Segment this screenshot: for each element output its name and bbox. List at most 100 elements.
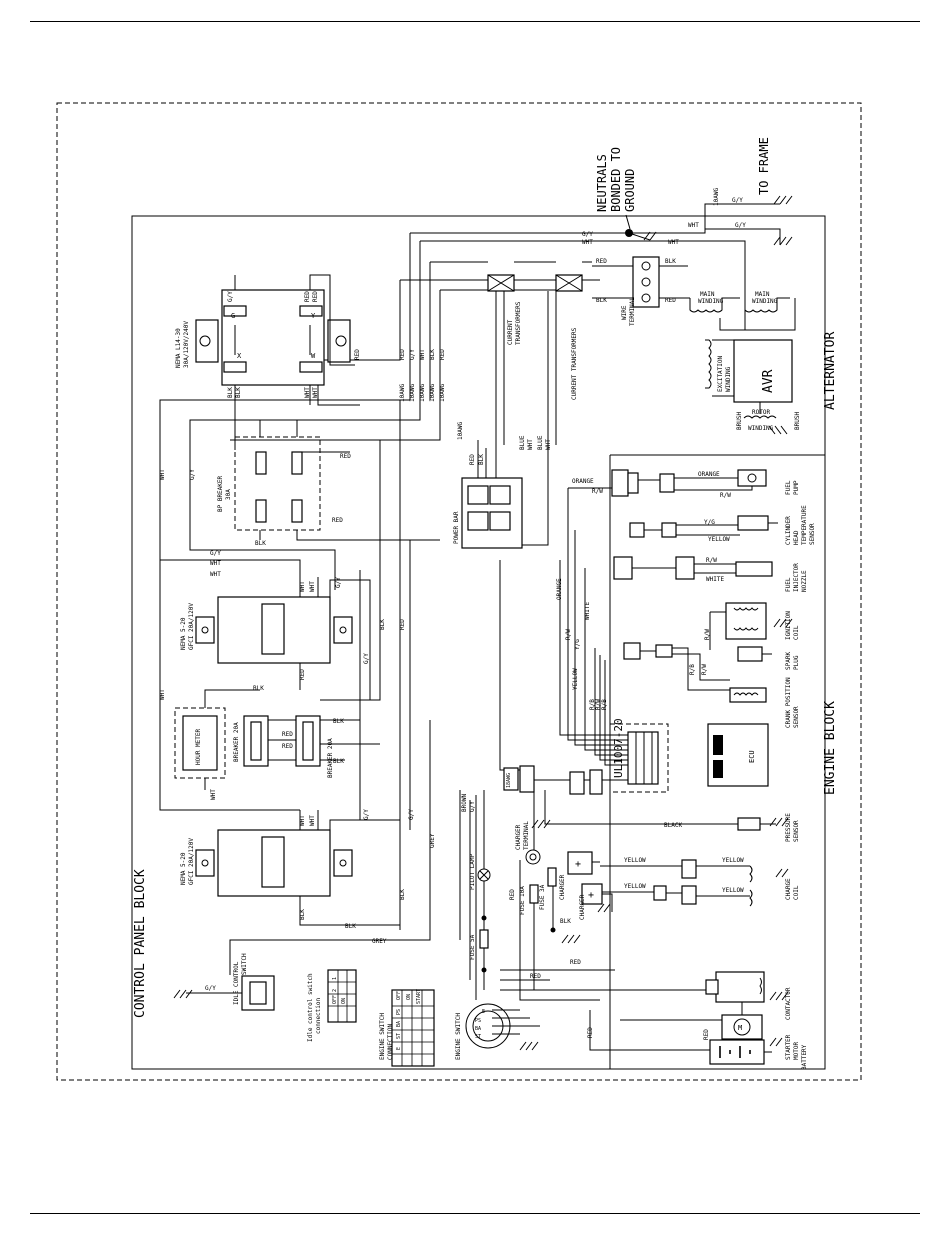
svg-text:RED: RED — [469, 454, 476, 465]
svg-text:CYLINDER: CYLINDER — [785, 516, 792, 545]
svg-text:RED: RED — [340, 453, 351, 460]
svg-text:RED: RED — [703, 1029, 710, 1040]
svg-text:ON: ON — [341, 998, 347, 1004]
svg-text:YELLOW: YELLOW — [572, 668, 579, 690]
svg-text:TRANSFORMERS: TRANSFORMERS — [515, 301, 522, 345]
svg-text:WHITE: WHITE — [584, 602, 591, 620]
svg-text:G/Y: G/Y — [205, 985, 216, 992]
svg-text:RED: RED — [570, 959, 581, 966]
control-panel-wires: WHT G/Y G/Y WHT WHT WHT BLK RED G/Y G/Y … — [159, 400, 520, 975]
svg-text:RED: RED — [282, 743, 293, 750]
svg-text:ST: ST — [475, 1034, 481, 1040]
svg-text:PUMP: PUMP — [793, 480, 800, 495]
current-transformers-labels: CURRENT TRANSFORMERS CURRENT TRANSFORMER… — [507, 301, 578, 400]
fuse-5a: FUSE 5A — [469, 929, 489, 960]
wire-terminal: WIRE TERMINAL RED BLK BLK RED — [592, 256, 690, 326]
spark-plug: SPARK PLUG — [737, 646, 800, 670]
control-panel-block-label: CONTROL PANEL BLOCK — [133, 869, 148, 1018]
svg-text:R/B: R/B — [689, 664, 696, 675]
rotor-winding: ROTOR WINDING BRUSH BRUSH — [736, 409, 801, 432]
svg-text:FUSE 5A: FUSE 5A — [469, 934, 476, 960]
svg-text:ORANGE: ORANGE — [556, 578, 563, 600]
charge-coil: YELLOW YELLOW YELLOW YELLOW CHARGE COIL — [600, 857, 800, 907]
svg-text:WHT: WHT — [210, 789, 217, 800]
svg-text:WHT: WHT — [582, 239, 593, 246]
crank-position-sensor: R/B R/W CRANK POSITION SENSOR — [623, 642, 800, 728]
svg-text:WHT: WHT — [668, 239, 679, 246]
svg-text:NEMA 5-20: NEMA 5-20 — [180, 617, 187, 650]
svg-text:POWER BAR: POWER BAR — [453, 511, 460, 544]
svg-text:G/Y: G/Y — [210, 550, 221, 557]
svg-text:BLUE: BLUE — [519, 435, 526, 450]
svg-text:BLK: BLK — [560, 918, 571, 925]
svg-text:COIL: COIL — [793, 625, 800, 640]
svg-text:MOTOR: MOTOR — [793, 1042, 800, 1060]
svg-text:M: M — [738, 1024, 742, 1032]
svg-text:WHT: WHT — [159, 689, 166, 700]
svg-text:10AWG: 10AWG — [409, 384, 416, 402]
svg-text:CHARGER: CHARGER — [515, 824, 522, 850]
svg-text:COIL: COIL — [793, 885, 800, 900]
svg-text:BLK: BLK — [345, 923, 356, 930]
excitation-winding: EXCITATION WINDING — [705, 339, 732, 392]
svg-text:BREAKER 20A: BREAKER 20A — [233, 722, 240, 762]
outer-dashed-frame — [56, 102, 862, 1081]
svg-text:BLK: BLK — [253, 685, 264, 692]
svg-text:WHT: WHT — [688, 222, 699, 229]
svg-text:10AWG: 10AWG — [399, 384, 406, 402]
svg-text:IDLE CONTROL: IDLE CONTROL — [233, 961, 240, 1005]
svg-text:EXCITATION: EXCITATION — [717, 355, 724, 392]
svg-text:WHT: WHT — [299, 581, 306, 592]
top-rule — [30, 21, 920, 22]
svg-text:WHT: WHT — [309, 581, 316, 592]
svg-text:PILOT LAMP: PILOT LAMP — [469, 853, 476, 890]
svg-text:RED: RED — [596, 258, 607, 265]
svg-text:TERMINAL: TERMINAL — [629, 297, 636, 326]
control-panel-block-frame — [131, 215, 826, 1070]
svg-text:SPARK: SPARK — [785, 652, 792, 670]
svg-text:WINDING: WINDING — [698, 298, 724, 305]
svg-text:RED: RED — [354, 349, 361, 360]
svg-text:RED: RED — [299, 669, 306, 680]
svg-text:BLK: BLK — [235, 387, 242, 398]
svg-text:G/Y: G/Y — [363, 809, 370, 820]
svg-text:R/W: R/W — [720, 492, 731, 499]
svg-text:X: X — [237, 352, 242, 360]
ground-symbols — [173, 195, 793, 1051]
svg-text:FUEL: FUEL — [785, 577, 792, 592]
pilot-lamp: PILOT LAMP — [469, 853, 491, 890]
fuel-injector-nozzle: R/W WHITE FUEL INJECTOR NOZZLE — [613, 556, 808, 592]
svg-text:PS: PS — [475, 1018, 481, 1024]
svg-text:RED: RED — [399, 619, 406, 630]
svg-text:SENSOR: SENSOR — [809, 523, 816, 545]
svg-text:BROWN: BROWN — [461, 794, 468, 812]
svg-text:CHARGE: CHARGE — [785, 878, 792, 900]
svg-text:G/Y: G/Y — [732, 197, 743, 204]
svg-text:W: W — [311, 352, 316, 360]
svg-text:+: + — [575, 859, 581, 870]
svg-text:BLK: BLK — [596, 297, 607, 304]
avr-box — [733, 339, 793, 403]
svg-text:G/Y: G/Y — [582, 231, 593, 238]
svg-text:R/B: R/B — [601, 699, 608, 710]
svg-text:E: E — [482, 1009, 485, 1015]
svg-text:IGNITION: IGNITION — [785, 611, 792, 640]
current-transformer-right — [555, 274, 583, 292]
svg-text:R/W: R/W — [701, 664, 708, 675]
svg-text:SENSOR: SENSOR — [793, 706, 800, 728]
svg-text:R/W: R/W — [592, 488, 603, 495]
svg-text:BLK: BLK — [333, 758, 344, 765]
avr-label: AVR — [761, 369, 776, 393]
svg-text:BLK: BLK — [255, 540, 266, 547]
gfci-receptacle-bottom: NEMA 5-20 GFCI 20A/120V WHT WHT BLK BLK — [180, 810, 400, 930]
harness-connector: 18AWG — [503, 765, 628, 795]
main-winding-right: MAIN WINDING — [744, 291, 790, 313]
svg-text:CHARGER: CHARGER — [579, 894, 586, 920]
charger-terminal: CHARGER TERMINAL — [515, 821, 541, 865]
svg-text:GREY: GREY — [429, 833, 436, 848]
svg-text:TERMINAL: TERMINAL — [523, 821, 530, 850]
svg-text:WIRE: WIRE — [621, 305, 628, 320]
svg-text:WINDING: WINDING — [725, 366, 732, 392]
svg-text:ON: ON — [406, 994, 412, 1000]
